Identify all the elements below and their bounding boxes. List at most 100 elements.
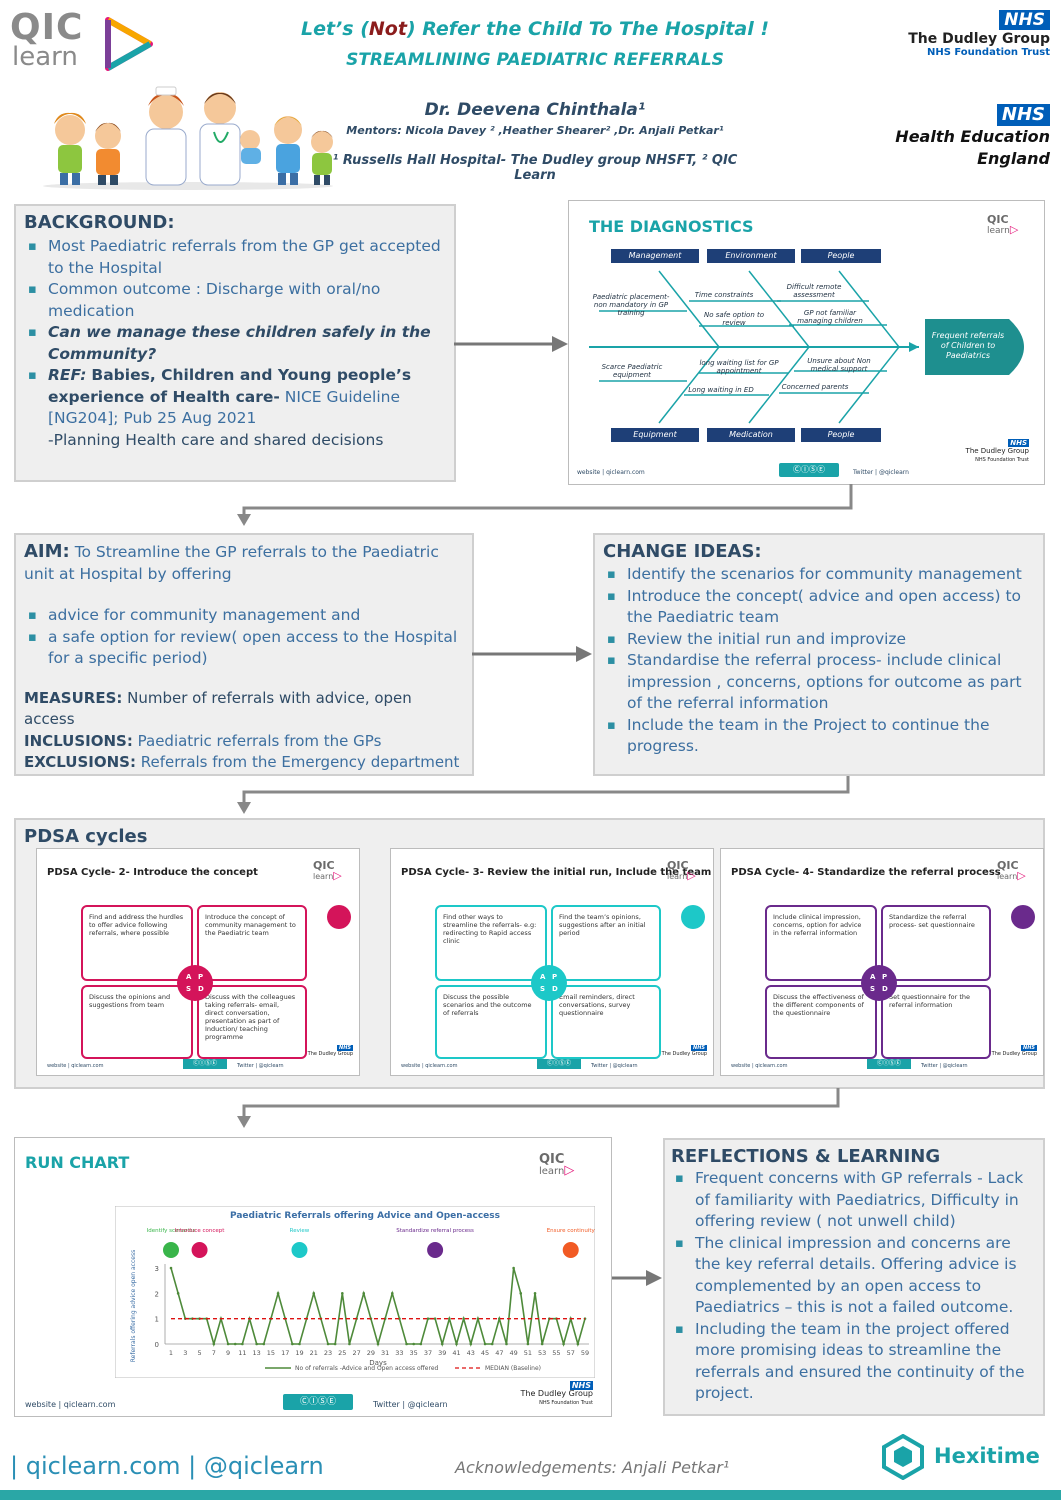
hee-name: Health Education England [895, 127, 1050, 168]
pdsa-letter: A [540, 973, 546, 981]
y-tick-label: 2 [155, 1290, 159, 1298]
background-item: Most Paediatric referrals from the GP ge… [24, 236, 446, 279]
cc-icon: ⒸⒾⓈⒺ [867, 1059, 911, 1069]
fish-note: Scarce Paediatric equipment [601, 363, 663, 379]
fish-note: long waiting list for GP appointment [699, 359, 779, 375]
connector-arrow-icon [237, 776, 850, 814]
cc-icon: ⒸⒾⓈⒺ [283, 1394, 353, 1410]
pdsa-quadrant-study: Discuss the opinions and suggestions fro… [81, 985, 193, 1059]
change-idea-item: Include the team in the Project to conti… [603, 715, 1035, 758]
data-point [526, 1342, 530, 1346]
reflection-item: The clinical impression and concerns are… [671, 1233, 1037, 1319]
pdsa-quadrant-plan: Standardize the referral process- set qu… [881, 905, 991, 981]
annotation-marker [291, 1242, 308, 1258]
x-tick-label: 7 [212, 1349, 216, 1357]
legend-label: No of referrals -Advice and Open access … [295, 1365, 439, 1372]
title-not: Not [368, 18, 407, 40]
data-point [426, 1317, 430, 1320]
pdsa-quadrant-do: Email reminders, direct conversations, s… [551, 985, 661, 1059]
data-point [326, 1342, 330, 1346]
slide-footer-right: Twitter | @qiclearn [921, 1063, 968, 1069]
dudley-name: The Dudley Group [908, 31, 1050, 47]
connector-arrow-icon [237, 484, 853, 526]
aim-inclusions: INCLUSIONS: Paediatric referrals from th… [24, 731, 382, 750]
chart-frame [115, 1206, 595, 1378]
diag-label-top: Management [611, 249, 699, 263]
slide-footer-left: website | qiclearn.com [731, 1063, 788, 1069]
data-point [405, 1342, 408, 1346]
x-tick-label: 53 [538, 1349, 546, 1357]
data-point [540, 1342, 544, 1346]
background-item: Can we manage these children safely in t… [24, 322, 446, 365]
footer-bar [0, 1490, 1061, 1500]
data-point [498, 1317, 501, 1320]
fish-note: Concerned parents [781, 383, 849, 391]
change-idea-item: Introduce the concept( advice and open a… [603, 586, 1035, 629]
author-name: Dr. Deevena Chinthala¹ [424, 100, 646, 120]
data-point [433, 1317, 437, 1320]
pdsa-badge-icon [681, 905, 705, 929]
data-point [533, 1292, 537, 1295]
pdsa-quadrant-study: Discuss the possible scenarios and the o… [435, 985, 547, 1059]
reflections-heading: REFLECTIONS & LEARNING [671, 1146, 941, 1167]
pdsa-letter: A [870, 973, 876, 981]
x-tick-label: 41 [452, 1349, 460, 1357]
x-tick-label: 15 [267, 1349, 275, 1357]
aim-measures: MEASURES: Number of referrals with advic… [24, 688, 412, 729]
x-tick-label: 35 [410, 1349, 418, 1357]
data-point [333, 1342, 337, 1346]
cc-icon: ⒸⒾⓈⒺ [779, 463, 839, 477]
footer-links[interactable]: | qiclearn.com | @qiclearn [10, 1452, 324, 1480]
aim-text: AIM: To Streamline the GP referrals to t… [24, 541, 439, 583]
pdsa-quadrant-do: Set questionnaire for the referral infor… [881, 985, 991, 1059]
x-tick-label: 19 [295, 1349, 303, 1357]
diag-label-top: Environment [707, 249, 795, 263]
data-point [469, 1342, 473, 1346]
data-point [448, 1317, 451, 1320]
diag-label-bottom: People [801, 428, 881, 442]
fish-note: Difficult remote assessment [786, 283, 842, 299]
diag-label-top: People [801, 249, 881, 263]
cartoon-family-illustration [43, 86, 333, 190]
aim-list: advice for community management and a sa… [24, 605, 464, 670]
x-tick-label: 27 [352, 1349, 360, 1357]
data-point [341, 1292, 344, 1295]
fishbone-head-text: Frequent referrals of Children to Paedia… [931, 331, 1005, 360]
x-tick-label: 51 [524, 1349, 532, 1357]
poster-subtitle: STREAMLINING PAEDIATRIC REFERRALS [346, 50, 724, 70]
data-point [212, 1342, 216, 1346]
slide-footer-left: website | qiclearn.com [47, 1063, 104, 1069]
hexitime-name: Hexitime [934, 1444, 1040, 1468]
hee-logo: NHS Health Education England [820, 104, 1050, 170]
data-point [505, 1342, 508, 1346]
pdsa-letter: D [882, 985, 888, 993]
annotation-label: Identify scenarios [147, 1228, 196, 1234]
pdsa-letter: P [198, 973, 204, 981]
pdsa-letter: P [552, 973, 558, 981]
background-heading: BACKGROUND: [24, 212, 175, 233]
y-axis-label: Referrals offering advice open access [130, 1250, 137, 1362]
change-ideas-heading: CHANGE IDEAS: [603, 541, 762, 562]
pdsa-badge-icon [327, 905, 351, 929]
slide-footer-right: Twitter | @qiclearn [373, 1400, 448, 1409]
slide-footer-left: website | qiclearn.com [401, 1063, 458, 1069]
x-tick-label: 37 [424, 1349, 432, 1357]
x-tick-label: 1 [169, 1349, 173, 1357]
y-tick-label: 3 [155, 1265, 159, 1273]
run-chart: Paediatric Referrals offering Advice and… [115, 1206, 595, 1378]
data-point [440, 1342, 444, 1346]
fishbone-diagram [589, 270, 1024, 424]
poster-title: Let’s (Not) Refer the Child To The Hospi… [300, 18, 770, 40]
background-list: Most Paediatric referrals from the GP ge… [24, 236, 446, 430]
pdsa-quadrant-act: Find and address the hurdles to offer ad… [81, 905, 193, 981]
slide-footer-left: website | qiclearn.com [25, 1400, 116, 1409]
data-point [519, 1292, 523, 1295]
hexitime-logo: Hexitime [880, 1433, 1050, 1482]
nhs-badge: NHS [999, 10, 1050, 30]
background-note: -Planning Health care and shared decisio… [48, 430, 384, 449]
affiliation: ¹ Russells Hall Hospital- The Dudley gro… [332, 153, 738, 183]
